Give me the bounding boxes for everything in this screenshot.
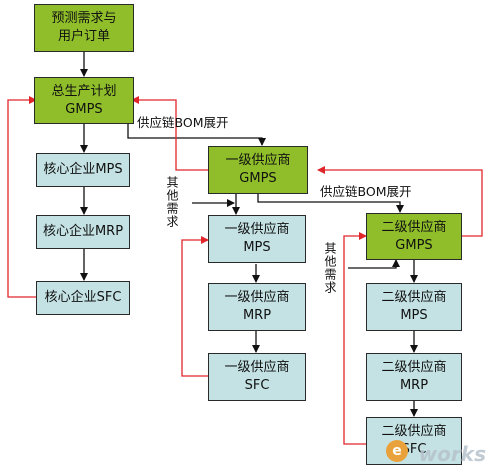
label-bom-expand-1: 供应链BOM展开: [137, 115, 229, 130]
box-line: 一级供应商: [224, 360, 290, 375]
box-forecast-demand-orders: 预测需求与用户订单: [34, 4, 134, 52]
box-line: GMPS: [395, 237, 433, 253]
box-tier1-sfc: 一级供应商 SFC: [208, 353, 306, 401]
box-line: 一级供应商: [224, 290, 290, 305]
box-line: 预测需求与: [51, 11, 117, 26]
box-master-production-plan-gmps: 总生产计划 GMPS: [34, 77, 134, 124]
feedback-core-sfc-to-gmps: [7, 96, 37, 298]
box-line: 总生产计划: [51, 83, 117, 99]
box-line: MRP: [399, 378, 429, 393]
box-core-mps: 核心企业MPS: [36, 153, 130, 187]
box-tier2-mrp: 二级供应商 MRP: [366, 353, 462, 401]
box-line: MRP: [242, 308, 272, 323]
box-tier2-sfc: 二级供应商 SFC: [366, 417, 462, 465]
label-bom-expand-2: 供应链BOM展开: [320, 184, 412, 199]
box-line: 二级供应商: [381, 424, 447, 439]
label-other-demand-2: 其他需求: [323, 242, 337, 294]
box-line: 核心企业MPS: [43, 162, 123, 177]
feedback-t1-gmps-to-gmps: [131, 96, 208, 171]
box-line: 二级供应商: [381, 219, 447, 235]
arrow-gmps-bom-to-t1-gmps: [127, 124, 266, 146]
feedback-t2-gmps-to-t1-gmps: [317, 166, 483, 237]
box-line: 二级供应商: [381, 290, 447, 305]
feedback-t1-sfc-to-t1-mps: [181, 236, 209, 377]
box-line: 核心企业MRP: [42, 224, 124, 239]
box-line: SFC: [244, 378, 270, 393]
watermark-logo-badge: e: [386, 440, 408, 462]
feedback-t2-sfc-to-t2-gmps: [343, 232, 367, 445]
arrow-other-demand-2: [348, 259, 400, 269]
label-other-demand-1: 其他需求: [165, 176, 179, 228]
box-line: 用户订单: [57, 29, 110, 44]
arrow-t1-gmps-bom-to-t2-gmps: [257, 194, 404, 213]
box-tier2-mps: 二级供应商 MPS: [366, 283, 462, 331]
box-line: 一级供应商: [224, 222, 290, 237]
box-tier2-gmps: 二级供应商 GMPS: [366, 213, 462, 260]
box-core-mrp: 核心企业MRP: [36, 215, 130, 249]
box-line: GMPS: [239, 171, 277, 186]
box-tier1-gmps: 一级供应商 GMPS: [208, 146, 308, 194]
watermark-logo-text: works: [418, 442, 486, 466]
box-line: 一级供应商: [225, 153, 291, 168]
box-tier1-mrp: 一级供应商 MRP: [208, 283, 306, 331]
box-line: MPS: [400, 308, 428, 323]
box-line: 核心企业SFC: [44, 290, 122, 305]
box-core-sfc: 核心企业SFC: [36, 281, 130, 315]
box-line: GMPS: [65, 101, 103, 117]
box-line: MPS: [243, 240, 271, 255]
box-line: SFC: [401, 442, 427, 457]
box-line: 二级供应商: [381, 360, 447, 375]
box-tier1-mps: 一级供应商 MPS: [208, 215, 306, 263]
